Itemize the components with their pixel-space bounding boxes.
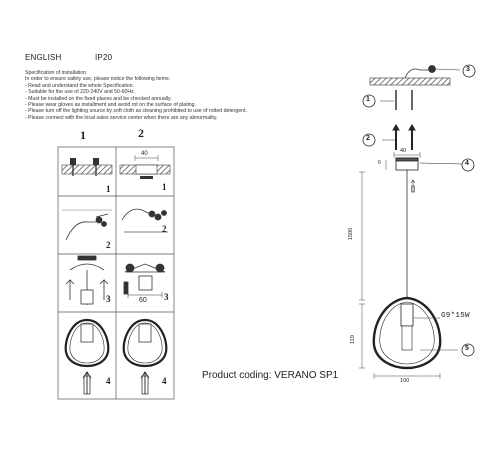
callout-1: 1: [366, 96, 370, 103]
callout-3: 3: [466, 66, 470, 73]
step-4-shade-install-image: [64, 318, 110, 395]
spec-line: - Read and understand the whole Specific…: [25, 82, 135, 89]
spec-line: - Please wear gloves as installment and …: [25, 102, 196, 109]
callout-circles: [362, 64, 476, 357]
step-3-canopy-dimension-image: [123, 263, 166, 298]
spec-line: - Suitable for the use of 220-240V and 5…: [25, 89, 136, 96]
shade-height-dimension: [359, 303, 365, 369]
power-cable: [404, 65, 461, 79]
ip-rating-label: IP20: [95, 53, 113, 62]
row-number: 4: [106, 376, 111, 386]
column-number-2: 2: [138, 126, 144, 140]
row-number: 3: [164, 292, 169, 302]
bulb-spec-label: G9*15W: [441, 312, 470, 320]
row-number: 2: [106, 240, 111, 250]
specification-text: Specification of installation In order t…: [25, 70, 295, 121]
row-number: 2: [162, 224, 167, 234]
row-number: 3: [106, 294, 111, 304]
spec-line: - Please turn off the lighting source by…: [25, 108, 247, 115]
dimension-label-40: 40: [141, 151, 148, 157]
shade-width-dimension: [373, 373, 441, 379]
column-number-1: 1: [80, 128, 86, 142]
canopy-width-dimension: [393, 152, 421, 158]
step-2-wire-canopy-image: [121, 208, 168, 233]
mounting-screws: [392, 124, 416, 150]
step-1-mounting-plate-image: [119, 155, 171, 179]
step-2-wire-connection-image: [62, 209, 112, 241]
step-1-ceiling-screws-image: [61, 158, 113, 176]
callout-2: 2: [366, 135, 370, 142]
canopy: [395, 157, 463, 171]
dimension-label-cable: 1500: [348, 227, 354, 240]
row-number: 1: [162, 182, 167, 192]
callout-4: 4: [465, 160, 469, 167]
spec-line: In order to ensure safety use, please no…: [25, 76, 171, 83]
callout-5: 5: [465, 345, 469, 352]
ceiling-hatch: [369, 77, 451, 86]
spec-line: - Must be installed on the fixed places …: [25, 95, 172, 102]
table-grid: [57, 146, 175, 400]
ceiling-screws: [380, 90, 413, 141]
dimension-label-canopy-height: 6: [378, 160, 381, 166]
cable-length-dimension: [359, 171, 365, 301]
spec-title: Specification of installation: [25, 70, 87, 76]
step-3-canopy-attach-image: [65, 255, 109, 305]
product-coding: Product coding: VERANO SP1: [202, 370, 339, 381]
spec-line: - Please connect with the local sales se…: [25, 114, 218, 121]
row-number: 4: [162, 376, 167, 386]
direction-arrow-icon: [410, 179, 416, 193]
row-number: 1: [106, 184, 111, 194]
language-label: ENGLISH: [25, 53, 62, 62]
step-4-shade-lock-image: [122, 318, 168, 395]
dimension-label-shade-width: 100: [400, 378, 410, 384]
dimension-label-60: 60: [139, 297, 147, 304]
glass-shade: [372, 296, 442, 370]
dimension-label-canopy: 40: [400, 148, 407, 154]
dimension-label-shade-height: 110: [350, 335, 356, 344]
